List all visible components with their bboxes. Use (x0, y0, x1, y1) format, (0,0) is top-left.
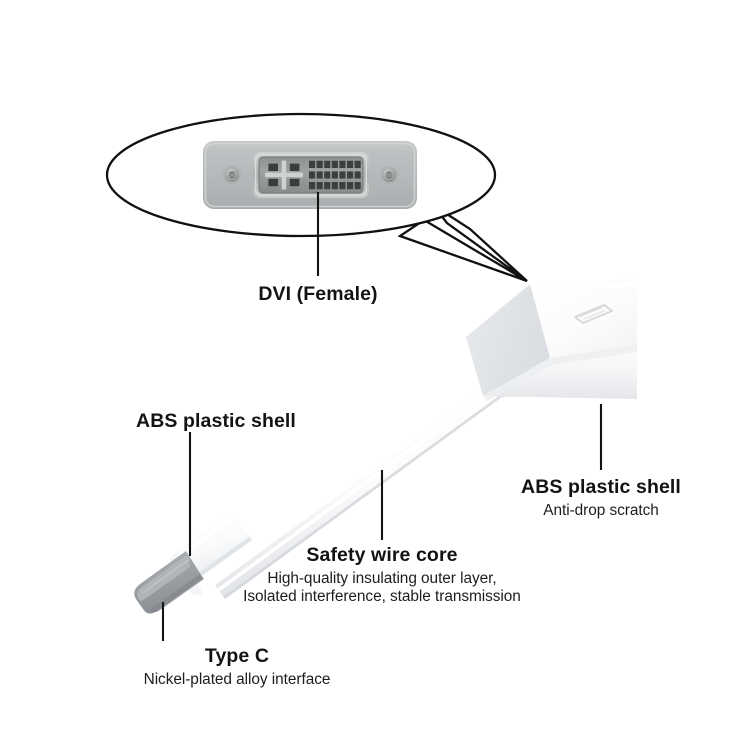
dvi-pin-row (309, 182, 361, 190)
adapter-edge-shade (483, 345, 637, 401)
label-dvi-female-title: DVI (Female) (258, 283, 378, 305)
dvi-pin (309, 160, 316, 168)
dvi-digital-pin-grid (309, 160, 361, 190)
dvi-port-recess-shadow (258, 156, 364, 194)
dvi-pin (331, 171, 338, 179)
dvi-screw-hole-right (379, 165, 399, 185)
dvi-analog-section (265, 160, 303, 190)
label-abs-plastic-shell-right-title: ABS plastic shell (521, 476, 681, 498)
dvi-port-icon-slot (579, 306, 603, 317)
dvi-pin (324, 160, 331, 168)
label-dvi-female: DVI (Female) (0, 283, 636, 306)
dvi-pin (316, 160, 323, 168)
label-type-c-title: Type C (204, 645, 270, 667)
dvi-female-connector (203, 141, 417, 209)
label-safety-wire-core-sub-2: Isolated interference, stable transmissi… (243, 588, 521, 606)
type-c-shell-highlight (178, 515, 236, 558)
dvi-analog-pin (289, 163, 300, 171)
label-abs-plastic-shell-left-title: ABS plastic shell (136, 410, 296, 432)
dvi-pin (347, 182, 354, 190)
dvi-analog-pin (289, 178, 300, 187)
adapter-top-highlight (531, 281, 636, 292)
cable-highlight (217, 378, 508, 592)
adapter-housing (466, 279, 637, 401)
adapter-front-face (483, 345, 637, 399)
type-c-shell (176, 512, 252, 580)
callout-tail-lower (397, 218, 528, 283)
dvi-pin (339, 182, 346, 190)
type-c-connector (134, 512, 252, 614)
label-abs-plastic-shell-right-sub-1: Anti-drop scratch (543, 502, 659, 519)
dvi-pin (354, 160, 361, 168)
label-safety-wire-core: Safety wire core High-quality insulating… (182, 544, 582, 606)
dvi-flange-highlight (204, 142, 416, 208)
label-abs-plastic-shell-left: ABS plastic shell (0, 410, 432, 433)
dvi-pin (316, 171, 323, 179)
cable-body (215, 375, 513, 599)
dvi-pin (339, 160, 346, 168)
dvi-pin (309, 182, 316, 190)
dvi-pin (324, 182, 331, 190)
dvi-pin (339, 171, 346, 179)
label-abs-plastic-shell-right: ABS plastic shell Anti-drop scratch (451, 476, 750, 520)
adapter-left-face (466, 284, 550, 396)
dvi-pin (347, 160, 354, 168)
dvi-analog-pin (268, 163, 278, 171)
dvi-pin (309, 171, 316, 179)
dvi-pin (316, 182, 323, 190)
dvi-port-icon-outline (574, 304, 613, 324)
dvi-pin-row (309, 171, 361, 179)
label-safety-wire-core-title: Safety wire core (306, 544, 458, 566)
dvi-analog-pin (268, 178, 278, 187)
dvi-pin (324, 171, 331, 179)
dvi-port-icon-slot (583, 309, 606, 320)
type-c-tip-seam (142, 558, 190, 594)
dvi-pin (331, 160, 338, 168)
type-c-shell-shade (193, 536, 252, 580)
dvi-blade-slot-horizontal (265, 172, 303, 178)
dvi-pin-row (309, 160, 361, 168)
label-type-c-sub-1: Nickel-plated alloy interface (143, 671, 331, 688)
label-type-c: Type C Nickel-plated alloy interface (87, 645, 387, 689)
dvi-screw-hole-left (222, 165, 242, 185)
dvi-pin (354, 182, 361, 190)
dvi-pin (347, 171, 354, 179)
leader-lines (161, 192, 603, 641)
dvi-pin (331, 182, 338, 190)
dvi-port-bezel-line (254, 153, 368, 197)
dvi-pin (354, 171, 361, 179)
dvi-port-icon (574, 304, 613, 324)
cable-shadow-edge (223, 386, 513, 599)
label-safety-wire-core-sub-1: High-quality insulating outer layer, (267, 570, 497, 587)
